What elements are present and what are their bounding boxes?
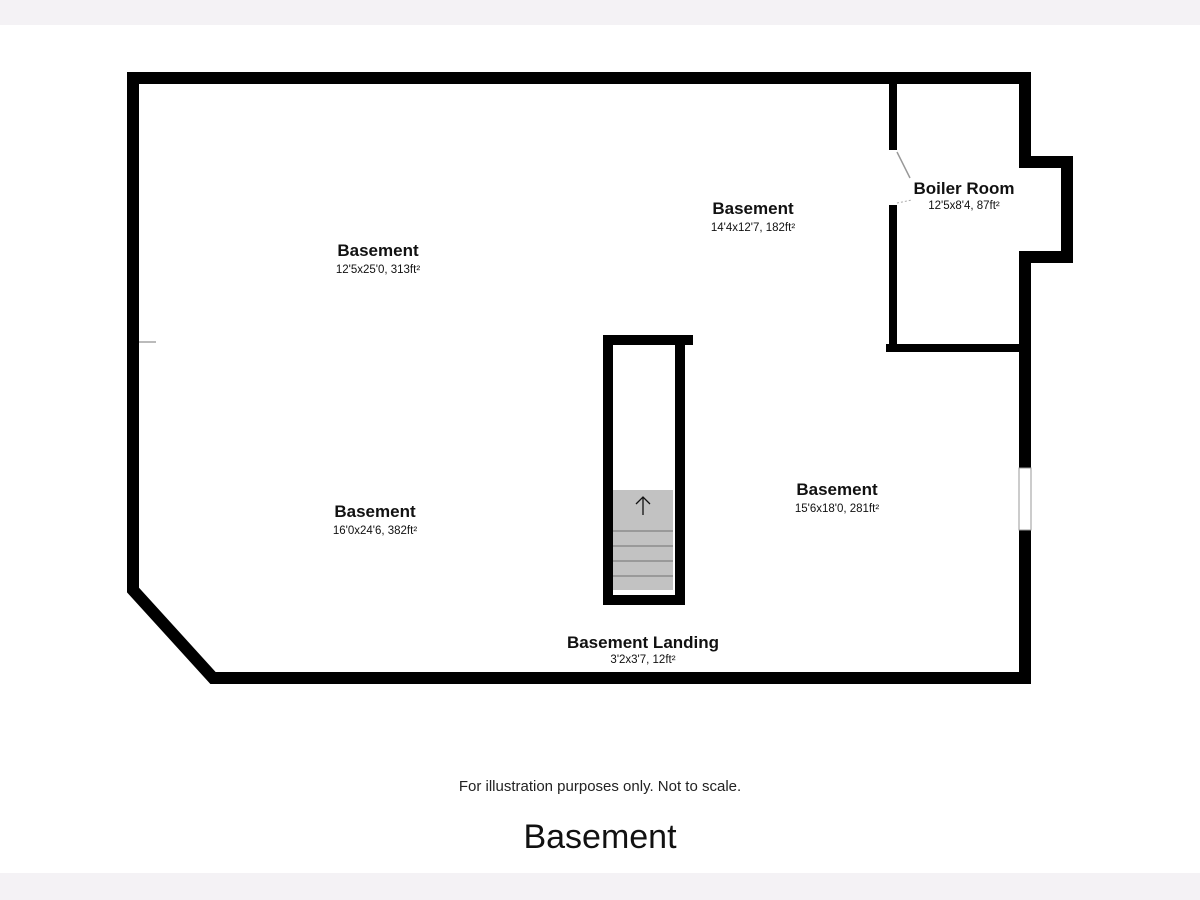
room-name: Basement xyxy=(712,199,794,218)
window xyxy=(1018,467,1032,531)
boiler-door xyxy=(896,151,911,179)
room-dims: 14'4x12'7, 182ft² xyxy=(710,222,796,234)
room-name: Basement xyxy=(337,241,419,260)
room-name: Basement xyxy=(796,480,878,499)
room-label-basement-nw: Basement 12'5x25'0, 313ft² xyxy=(336,241,420,276)
boiler-door-swing xyxy=(896,199,913,204)
room-dims: 12'5x25'0, 313ft² xyxy=(335,264,421,276)
room-dims: 12'5x8'4, 87ft² xyxy=(928,200,1000,212)
room-dims: 16'0x24'6, 382ft² xyxy=(332,525,418,537)
room-dims: 15'6x18'0, 281ft² xyxy=(794,503,880,515)
floor-plan-sheet xyxy=(0,25,1200,873)
stair-tread xyxy=(613,562,673,575)
disclaimer: For illustration purposes only. Not to s… xyxy=(458,778,742,795)
stairwell-walls xyxy=(603,335,685,605)
room-label-basement-se: Basement 15'6x18'0, 281ft² xyxy=(795,480,879,515)
room-dims: 3'2x3'7, 12ft² xyxy=(606,654,680,666)
stairs xyxy=(613,490,673,590)
stair-tread xyxy=(613,547,673,560)
room-label-basement-sw: Basement 16'0x24'6, 382ft² xyxy=(333,502,417,537)
room-name: Basement xyxy=(334,502,416,521)
room-name: Boiler Room xyxy=(913,179,1015,198)
room-label-basement-ne: Basement 14'4x12'7, 182ft² xyxy=(711,199,795,234)
room-label-boiler-room: Boiler Room 12'5x8'4, 87ft² xyxy=(913,179,1014,212)
room-name: Basement Landing xyxy=(566,633,720,652)
stair-tread xyxy=(613,532,673,545)
room-label-basement-landing: Basement Landing 3'2x3'7, 12ft² xyxy=(567,633,719,666)
floor-title: Basement xyxy=(523,818,677,856)
stair-tread xyxy=(613,577,673,590)
arrow-up-icon xyxy=(635,496,651,515)
outer-walls xyxy=(127,72,1073,684)
